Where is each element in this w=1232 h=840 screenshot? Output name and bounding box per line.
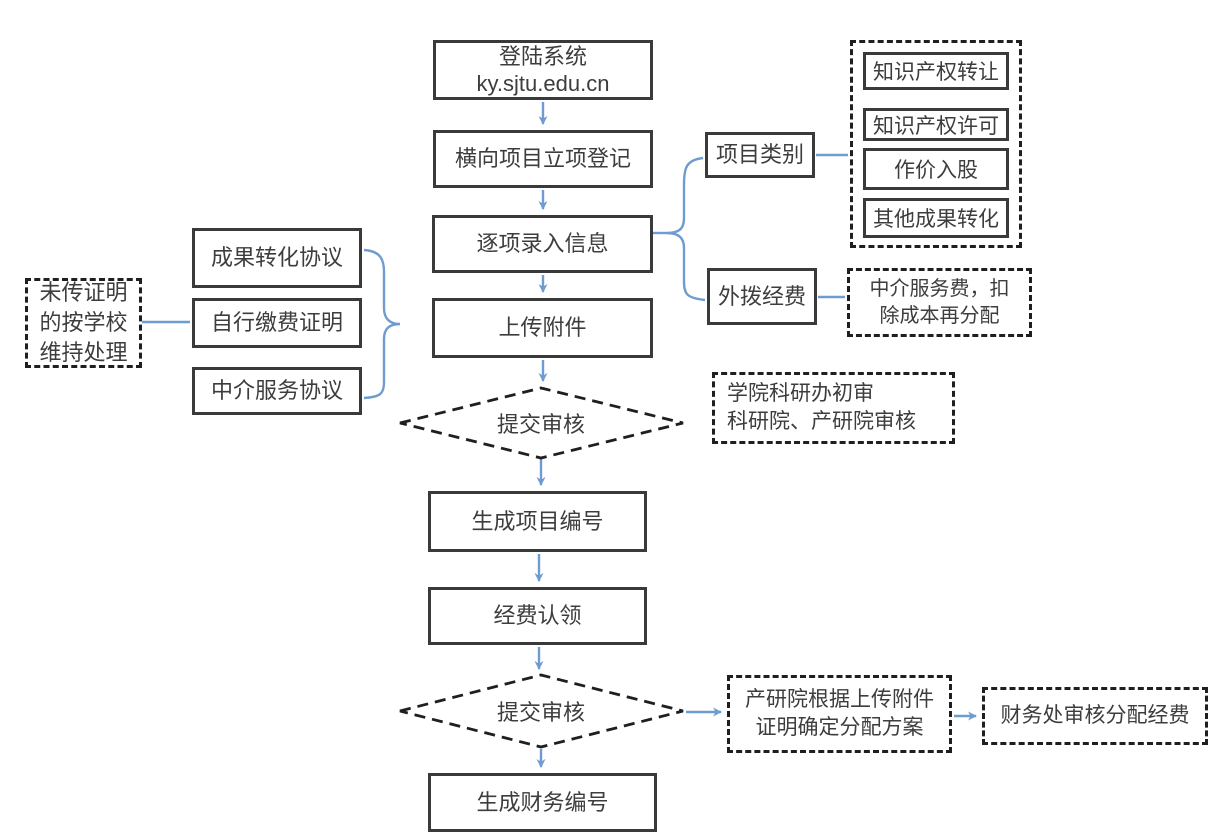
- node-distribution-plan: 产研院根据上传附件 证明确定分配方案: [727, 675, 952, 753]
- project-category-label: 项目类别: [715, 142, 804, 168]
- node-self-payment-proof: 自行缴费证明: [192, 298, 362, 348]
- node-input-info: 逐项录入信息: [432, 215, 653, 273]
- node-no-proof-note: 未传证明 的按学校 维持处理: [25, 278, 142, 368]
- node-project-category: 项目类别: [705, 132, 815, 178]
- node-achievement-agreement: 成果转化协议: [192, 228, 362, 288]
- node-login-system: 登陆系统 ky.sjtu.edu.cn: [433, 40, 653, 100]
- distribution-plan-line2: 证明确定分配方案: [755, 716, 924, 739]
- node-review2: 提交审核: [441, 696, 641, 726]
- agency-agreement-label: 中介服务协议: [210, 378, 343, 404]
- external-funds-label: 外拨经费: [717, 283, 806, 309]
- node-ipr-license: 知识产权许可: [863, 108, 1009, 141]
- brace-left: [363, 248, 401, 400]
- achievement-agreement-label: 成果转化协议: [210, 245, 343, 271]
- node-ipr-transfer: 知识产权转让: [863, 52, 1009, 90]
- ipr-transfer-label: 知识产权转让: [873, 61, 999, 84]
- node-review1: 提交审核: [441, 408, 641, 438]
- node-finance-number: 生成财务编号: [428, 773, 657, 832]
- review2-label: 提交审核: [496, 700, 585, 725]
- no-proof-line2: 的按学校: [39, 310, 128, 336]
- node-funding-claim: 经费认领: [428, 587, 647, 645]
- valuation-shares-label: 作价入股: [894, 159, 978, 182]
- review-note-line2: 科研院、产研院审核: [727, 410, 916, 433]
- review1-label: 提交审核: [496, 412, 585, 437]
- distribution-plan-line1: 产研院根据上传附件: [745, 687, 934, 711]
- other-transformation-label: 其他成果转化: [873, 208, 999, 231]
- node-external-funds: 外拨经费: [707, 268, 817, 325]
- agency-fee-line2: 除成本再分配: [879, 304, 1000, 327]
- finance-number-label: 生成财务编号: [476, 789, 609, 815]
- brace-right: [665, 156, 706, 302]
- no-proof-line3: 维持处理: [39, 339, 128, 365]
- node-other-transformation: 其他成果转化: [863, 198, 1009, 238]
- self-payment-proof-label: 自行缴费证明: [210, 310, 343, 336]
- category-group-box: 知识产权转让 知识产权许可 作价入股 其他成果转化: [850, 40, 1022, 248]
- login-line1: 登陆系统: [498, 43, 587, 69]
- funding-claim-label: 经费认领: [493, 603, 582, 629]
- node-finance-review: 财务处审核分配经费: [982, 687, 1208, 745]
- node-valuation-shares: 作价入股: [863, 148, 1009, 190]
- node-upload-attachment: 上传附件: [432, 298, 653, 358]
- agency-fee-line1: 中介服务费，扣: [869, 277, 1010, 300]
- node-project-register: 横向项目立项登记: [433, 130, 653, 188]
- finance-review-label: 财务处审核分配经费: [1000, 703, 1190, 727]
- no-proof-line1: 未传证明: [39, 280, 128, 306]
- input-info-label: 逐项录入信息: [476, 231, 609, 257]
- login-line2: ky.sjtu.edu.cn: [476, 71, 610, 96]
- node-agency-fee: 中介服务费，扣 除成本再分配: [847, 268, 1032, 337]
- project-number-label: 生成项目编号: [471, 508, 604, 534]
- node-agency-agreement: 中介服务协议: [192, 367, 362, 415]
- review-note-line1: 学院科研办初审: [727, 381, 874, 405]
- node-review-note: 学院科研办初审 科研院、产研院审核: [712, 372, 955, 444]
- ipr-license-label: 知识产权许可: [873, 114, 999, 138]
- upload-label: 上传附件: [498, 315, 587, 341]
- node-project-number: 生成项目编号: [428, 491, 647, 552]
- register-label: 横向项目立项登记: [454, 146, 631, 172]
